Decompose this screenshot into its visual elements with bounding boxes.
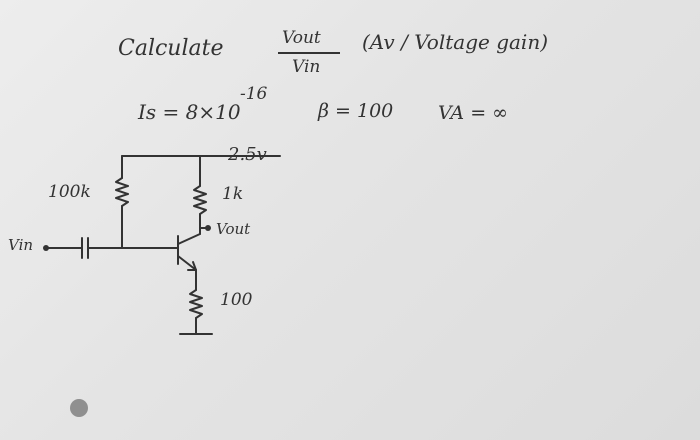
output-label: Vout (216, 220, 251, 238)
input-label: Vin (8, 236, 34, 254)
beta-value: β = 100 (318, 100, 394, 122)
emitter-resistor (189, 289, 203, 319)
base-resistor-label: 100k (48, 182, 91, 202)
early-voltage: VA = ∞ (438, 102, 508, 124)
input-terminal (43, 245, 49, 251)
transistor-collector (177, 233, 201, 245)
saturation-current-exponent: -16 (240, 84, 268, 104)
saturation-current: Is = 8×10 (138, 100, 241, 124)
supply-label: 2.5v (228, 144, 267, 165)
gain-note: (Av / Voltage gain) (362, 30, 548, 54)
gain-fraction-bar (278, 52, 340, 54)
transistor-emitter (177, 255, 197, 271)
gray-dot (70, 399, 88, 417)
base-resistor (115, 177, 129, 207)
calculate-label: Calculate (118, 36, 224, 61)
collector-resistor-label: 1k (222, 184, 244, 204)
collector-resistor (193, 185, 207, 215)
emitter-resistor-label: 100 (220, 290, 253, 310)
output-node-dot (205, 225, 211, 231)
gain-denominator: Vin (292, 57, 321, 77)
gain-numerator: Vout (282, 28, 321, 48)
